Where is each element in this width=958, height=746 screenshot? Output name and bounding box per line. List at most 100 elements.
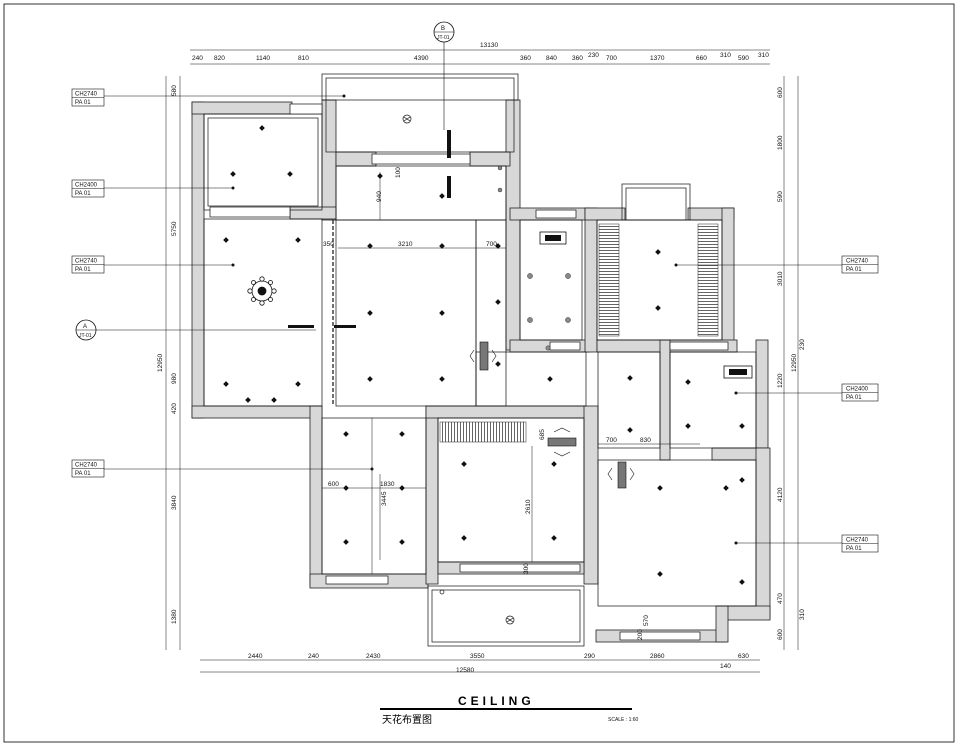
dim-text: 700	[606, 437, 617, 444]
ceiling-finish-label: PA 01	[846, 395, 862, 401]
dim-text: 3550	[470, 653, 485, 660]
bottom-total-dim: 12580	[456, 667, 474, 674]
exhaust-fan-icon	[539, 231, 753, 379]
ceiling-height-label: CH2400	[75, 183, 98, 189]
interior-dims: 940 100 3210 350 700 600 1830 3445 685 7…	[323, 167, 651, 640]
left-total-dim: 12950	[157, 354, 164, 372]
dim-text: 660	[696, 55, 707, 62]
ceiling-height-label: CH2740	[75, 463, 98, 469]
dim-text: 200	[637, 629, 644, 640]
dim-text: 5750	[171, 221, 178, 236]
dim-text: 3010	[777, 271, 784, 286]
walls	[191, 99, 771, 643]
dim-text: 4390	[414, 55, 429, 62]
ceiling-height-label: CH2740	[846, 259, 869, 265]
dim-text: 590	[738, 55, 749, 62]
dim-text: 600	[777, 629, 784, 640]
ceiling-height-label: CH2740	[846, 538, 869, 544]
dim-text: 820	[214, 55, 225, 62]
ac-airflow-icon	[469, 349, 635, 481]
dim-text: 2860	[650, 653, 665, 660]
dim-text: 685	[539, 429, 546, 440]
dim-text: 310	[720, 52, 731, 59]
ceiling-height-label: CH2400	[846, 387, 869, 393]
ceiling-finish-label: PA 01	[846, 267, 862, 273]
interior-dim-lines	[322, 172, 700, 574]
dim-text: 940	[376, 191, 383, 202]
title-block: CEILING 天花布置图 SCALE : 1:60	[380, 694, 639, 726]
ac-unit-icon	[479, 341, 627, 489]
dim-text: 570	[643, 615, 650, 626]
ceiling-tag-right-1: CH2740 PA 01	[674, 255, 879, 274]
dim-text: 310	[799, 609, 806, 620]
ceiling-tag-right-3: CH2740 PA 01	[734, 534, 879, 553]
bath-downlights	[497, 165, 571, 351]
dim-text: 310	[758, 52, 769, 59]
section-letter: A	[83, 324, 87, 330]
left-dims: 580 5750 980 420 3840 1380 12950	[157, 85, 178, 624]
dim-text: 1370	[650, 55, 665, 62]
dim-text: 2440	[248, 653, 263, 660]
ceiling-tag-left-2: CH2400 PA 01	[71, 179, 235, 198]
dim-text: 230	[799, 339, 806, 350]
dimension-lines	[165, 49, 799, 673]
ceiling-tag-left-3: CH2740 PA 01	[71, 255, 235, 274]
dim-text: 3445	[381, 491, 388, 506]
dim-text: 4120	[777, 487, 784, 502]
dim-text: 700	[606, 55, 617, 62]
ceiling-tag-left-4: CH2740 PA 01	[71, 459, 374, 478]
right-dims: 600 1800 590 3010 1220 4120 470 600 1295…	[777, 87, 806, 640]
dim-text: 2610	[525, 499, 532, 514]
dim-text: 470	[777, 593, 784, 604]
ceiling-finish-label: PA 01	[75, 100, 91, 106]
section-letter: B	[441, 26, 445, 32]
drawing-scale: SCALE : 1:60	[608, 717, 639, 723]
dim-text: 2430	[366, 653, 381, 660]
dim-text: 1140	[256, 55, 270, 62]
drawing-title: CEILING	[458, 694, 535, 708]
dim-text: 1380	[171, 609, 178, 624]
dim-text: 700	[486, 241, 497, 248]
balcony-light-icon	[402, 114, 515, 625]
dim-text: 240	[308, 653, 319, 660]
dim-text: 1800	[777, 135, 784, 150]
ceiling-finish-label: PA 01	[75, 267, 91, 273]
dim-text: 1220	[777, 373, 784, 388]
dim-text: 3840	[171, 495, 178, 510]
dim-text: 100	[395, 167, 402, 178]
chandelier-icon	[247, 276, 277, 306]
dim-text: 230	[588, 52, 599, 59]
dim-text: 1830	[380, 481, 395, 488]
dim-text: 830	[640, 437, 651, 444]
dim-text: 420	[171, 403, 178, 414]
top-total-dim: 13130	[480, 42, 498, 49]
ceiling-height-label: CH2740	[75, 92, 98, 98]
ceiling-finish-label: PA 01	[75, 471, 91, 477]
ceiling-height-label: CH2740	[75, 259, 98, 265]
ceiling-finish-label: PA 01	[846, 546, 862, 552]
dim-text: 360	[572, 55, 583, 62]
dim-text: 3210	[398, 241, 413, 248]
dim-text: 360	[520, 55, 531, 62]
right-total-dim: 12950	[791, 354, 798, 372]
sheet-border	[3, 3, 955, 743]
ceiling-finish-label: PA 01	[75, 191, 91, 197]
drawing-subtitle: 天花布置图	[382, 713, 432, 726]
section-mark-left: A JT-01	[75, 319, 316, 341]
dim-text: 810	[298, 55, 309, 62]
downlights	[223, 125, 745, 585]
room-outlines	[203, 73, 757, 647]
section-mark-top: B JT-01	[433, 21, 455, 130]
dim-text: 630	[738, 653, 749, 660]
section-cut-bars	[288, 130, 451, 328]
dim-text: 240	[192, 55, 203, 62]
bottom-dims: 2440 240 2430 3550 290 2860 630 140 1258…	[248, 653, 749, 674]
section-sheet: JT-01	[437, 35, 450, 41]
dim-text: 300	[523, 563, 530, 574]
dim-text: 140	[720, 663, 731, 670]
dim-text: 290	[584, 653, 595, 660]
dim-text: 600	[328, 481, 339, 488]
dim-text: 350	[323, 241, 334, 248]
wardrobe-stripes	[439, 223, 719, 443]
dim-text: 580	[171, 85, 178, 96]
